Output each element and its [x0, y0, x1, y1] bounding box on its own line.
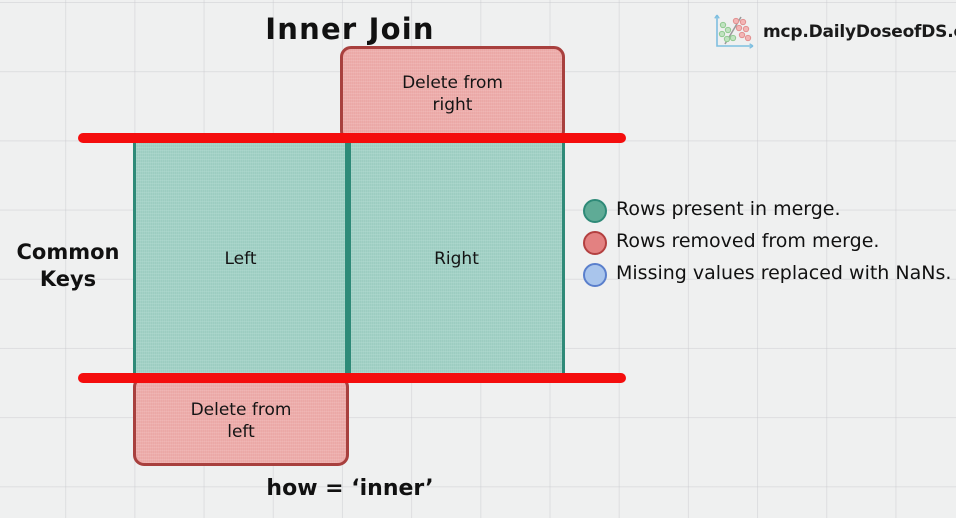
brand-logo: mcp.DailyDoseofDS.com [712, 12, 956, 52]
legend-item-removed: Rows removed from merge. [583, 230, 953, 255]
blue-circle-icon [583, 263, 607, 287]
top-cut-line [78, 133, 626, 143]
red-circle-icon [583, 231, 607, 255]
how-parameter-caption: how = ‘inner’ [266, 476, 434, 501]
brand-text: mcp.DailyDoseofDS.com [763, 22, 956, 42]
right-table-label: Right [434, 249, 479, 269]
legend-label-nan: Missing values replaced with NaNs. [616, 262, 952, 284]
green-circle-icon [583, 199, 607, 223]
scatter-plot-icon [714, 14, 754, 49]
legend-label-present: Rows present in merge. [616, 198, 841, 220]
page-title: Inner Join [265, 12, 435, 46]
right-table-box: Right [348, 139, 565, 379]
legend: Rows present in merge. Rows removed from… [583, 198, 953, 294]
left-table-label: Left [224, 249, 257, 269]
legend-item-present: Rows present in merge. [583, 198, 953, 223]
legend-item-nan: Missing values replaced with NaNs. [583, 262, 953, 287]
left-table-box: Left [133, 139, 348, 379]
legend-label-removed: Rows removed from merge. [616, 230, 880, 252]
bottom-cut-line [78, 373, 626, 383]
